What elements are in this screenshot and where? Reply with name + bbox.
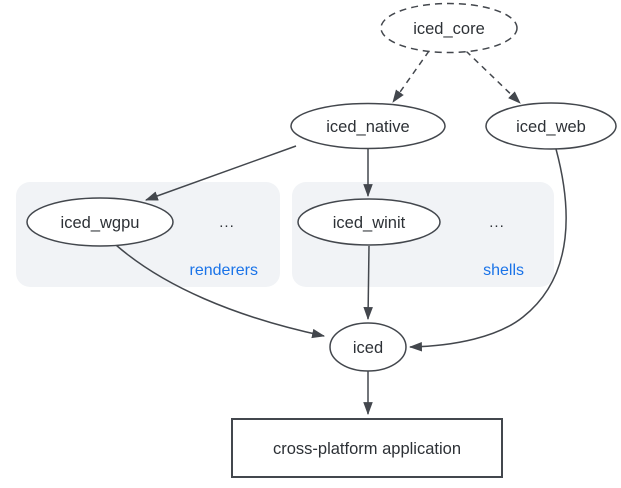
iced-web-label: iced_web (516, 118, 586, 136)
edge-iced-web-to-iced (408, 148, 567, 352)
iced-label: iced (353, 339, 383, 357)
edge-iced-wgpu-to-iced (115, 244, 326, 339)
iced-core-ellipse (380, 2, 518, 54)
edge-iced-native-to-iced-wgpu (144, 145, 297, 201)
iced-native-ellipse (290, 102, 446, 150)
iced-native-label: iced_native (326, 118, 409, 136)
node-iced-web: iced_web (485, 102, 617, 150)
application-label: cross-platform application (273, 440, 461, 458)
iced-winit-ellipse (297, 198, 441, 246)
iced-web-ellipse (485, 102, 617, 150)
node-iced-wgpu: iced_wgpu (26, 197, 174, 247)
node-iced-winit: iced_winit (297, 198, 441, 246)
renderers-group-label: renderers (190, 262, 258, 279)
application-rect (231, 418, 503, 478)
edge-iced-core-to-iced-native (392, 50, 430, 103)
node-iced-core: iced_core (380, 2, 518, 54)
edge-iced-core-to-iced-web (465, 50, 521, 104)
iced-ellipse (329, 322, 407, 372)
iced-wgpu-label: iced_wgpu (61, 214, 140, 232)
edge-iced-winit-to-iced (363, 245, 373, 321)
node-iced-native: iced_native (290, 102, 446, 150)
iced-wgpu-ellipse (26, 197, 174, 247)
renderers-ellipsis: ... (219, 214, 235, 231)
node-application: cross-platform application (231, 418, 503, 478)
iced-core-label: iced_core (413, 20, 485, 38)
shells-group-label: shells (483, 262, 524, 279)
node-iced: iced (329, 322, 407, 372)
iced-winit-label: iced_winit (333, 214, 406, 232)
shells-ellipsis: ... (489, 214, 505, 231)
